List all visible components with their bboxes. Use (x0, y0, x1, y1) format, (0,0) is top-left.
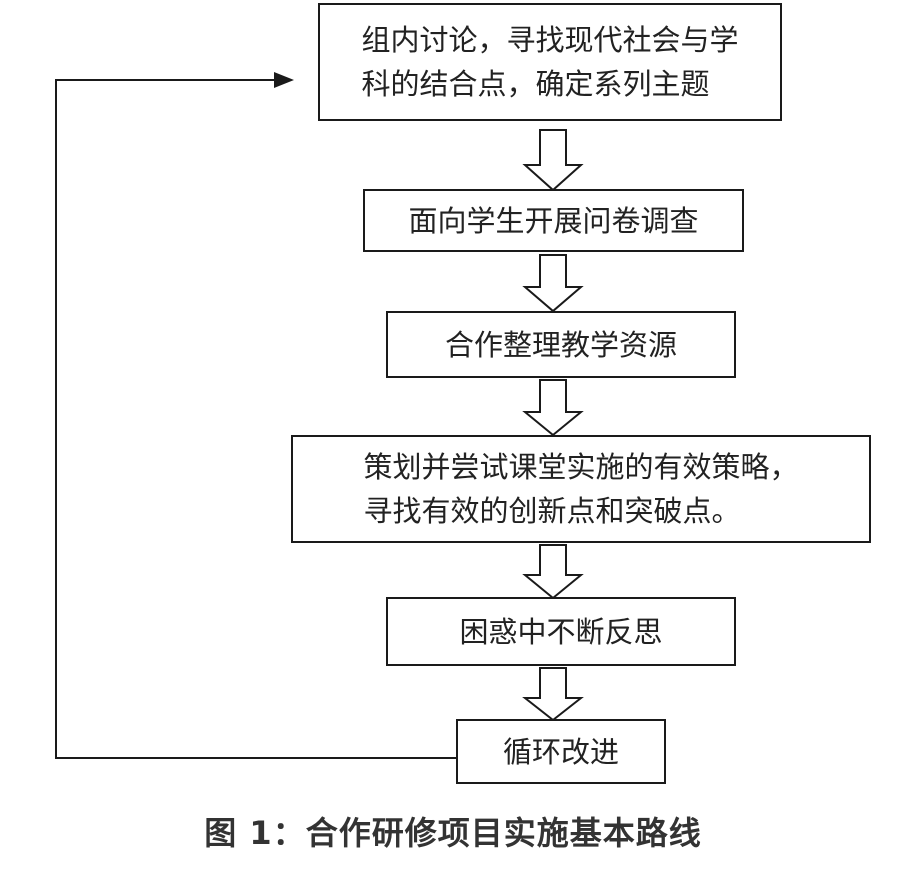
step-box-discussion: 组内讨论，寻找现代社会与学 科的结合点，确定系列主题 (318, 3, 782, 121)
feedback-arrowhead (274, 72, 294, 88)
step-text-improve: 循环改进 (502, 734, 619, 769)
step-box-improve: 循环改进 (456, 719, 666, 784)
step-text-strategy: 策划并尝试课堂实施的有效策略， 寻找有效的创新点和突破点。 (363, 450, 799, 528)
arrow-down-4 (522, 544, 584, 600)
step-box-resources: 合作整理教学资源 (386, 311, 736, 378)
feedback-loop-line (55, 79, 457, 759)
arrow-down-1 (522, 129, 584, 192)
step-text-resources: 合作整理教学资源 (444, 327, 677, 362)
arrow-down-3 (522, 379, 584, 437)
arrow-down-5 (522, 667, 584, 722)
step-box-reflection: 困惑中不断反思 (386, 597, 736, 666)
step-text-discussion: 组内讨论，寻找现代社会与学 科的结合点，确定系列主题 (361, 23, 739, 101)
arrow-down-2 (522, 254, 584, 313)
step-box-strategy: 策划并尝试课堂实施的有效策略， 寻找有效的创新点和突破点。 (291, 435, 871, 543)
step-box-survey: 面向学生开展问卷调查 (363, 189, 744, 252)
figure-caption: 图 1：合作研修项目实施基本路线 (204, 814, 702, 852)
step-text-reflection: 困惑中不断反思 (459, 614, 663, 649)
step-text-survey: 面向学生开展问卷调查 (408, 203, 699, 238)
